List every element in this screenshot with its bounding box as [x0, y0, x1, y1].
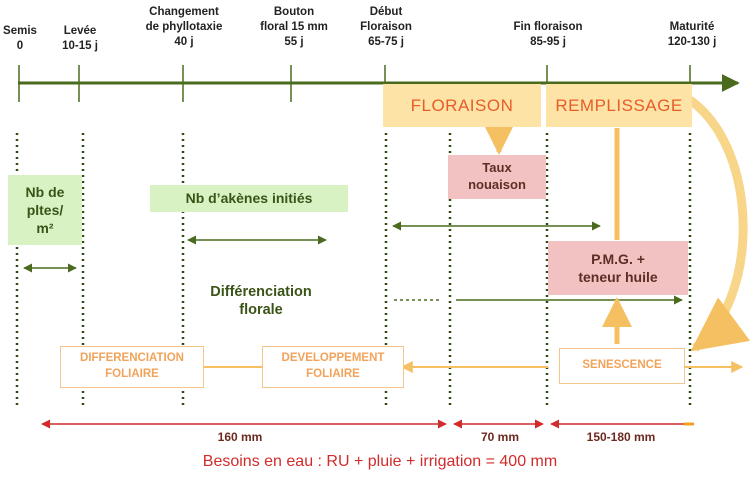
text-differenciation-florale: Différenciation florale — [210, 284, 312, 318]
water-label-160: 160 mm — [217, 430, 263, 444]
water-summary: Besoins en eau : RU + pluie + irrigation… — [202, 453, 558, 470]
band-floraison: FLORAISON — [383, 84, 541, 127]
box-differenciation-foliaire: DIFFERENCIATION FOLIAIRE — [60, 346, 204, 388]
box-nb-plantes: Nb de pltes/ m² — [8, 175, 82, 245]
band-floraison-label: FLORAISON — [410, 95, 514, 115]
band-remplissage-label: REMPLISSAGE — [555, 95, 683, 115]
box-taux-nouaison: Taux nouaison — [448, 155, 546, 199]
box-nb-akenes: Nb d’akènes initiés — [150, 185, 348, 212]
box-developpement-foliaire: DEVELOPPEMENT FOLIAIRE — [262, 346, 404, 388]
arrow-curve-senescence — [687, 96, 751, 352]
box-senescence: SENESCENCE — [559, 348, 685, 384]
water-label-150: 150-180 mm — [586, 430, 656, 444]
box-pmg: P.M.G. + teneur huile — [548, 241, 688, 295]
band-remplissage: REMPLISSAGE — [546, 84, 692, 127]
water-label-70: 70 mm — [480, 430, 520, 444]
